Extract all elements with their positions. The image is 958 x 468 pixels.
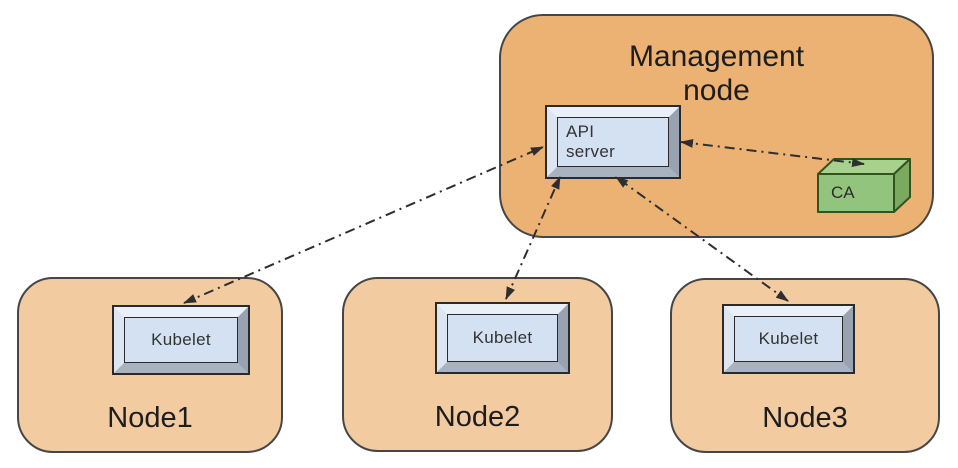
node2-container: Kubelet Node2 bbox=[342, 277, 613, 452]
kubelet-label-node2: Kubelet bbox=[447, 314, 558, 362]
node2-label: Node2 bbox=[434, 401, 521, 433]
node3-container: Kubelet Node3 bbox=[670, 278, 940, 453]
api-server-label: API server bbox=[557, 117, 669, 167]
node1-label: Node1 bbox=[107, 402, 193, 434]
node3-label: Node3 bbox=[762, 402, 848, 434]
kubelet-label-node3: Kubelet bbox=[734, 316, 843, 362]
kubelet-box-node3: Kubelet bbox=[722, 304, 855, 374]
kubelet-bevel: Kubelet bbox=[437, 304, 568, 372]
kubelet-label-node1: Kubelet bbox=[124, 317, 238, 363]
node1-container: Kubelet Node1 bbox=[17, 277, 283, 453]
kubelet-bevel: Kubelet bbox=[724, 306, 853, 372]
kubelet-box-node1: Kubelet bbox=[112, 305, 250, 375]
kubelet-bevel: Kubelet bbox=[114, 307, 248, 373]
management-node-container: Management node API server bbox=[499, 14, 934, 238]
kubelet-box-node2: Kubelet bbox=[435, 302, 570, 374]
api-server-bevel: API server bbox=[547, 107, 679, 177]
ca-box-label: CA bbox=[831, 183, 855, 202]
api-server-box: API server bbox=[545, 105, 681, 179]
management-node-title: Management node bbox=[628, 40, 805, 108]
